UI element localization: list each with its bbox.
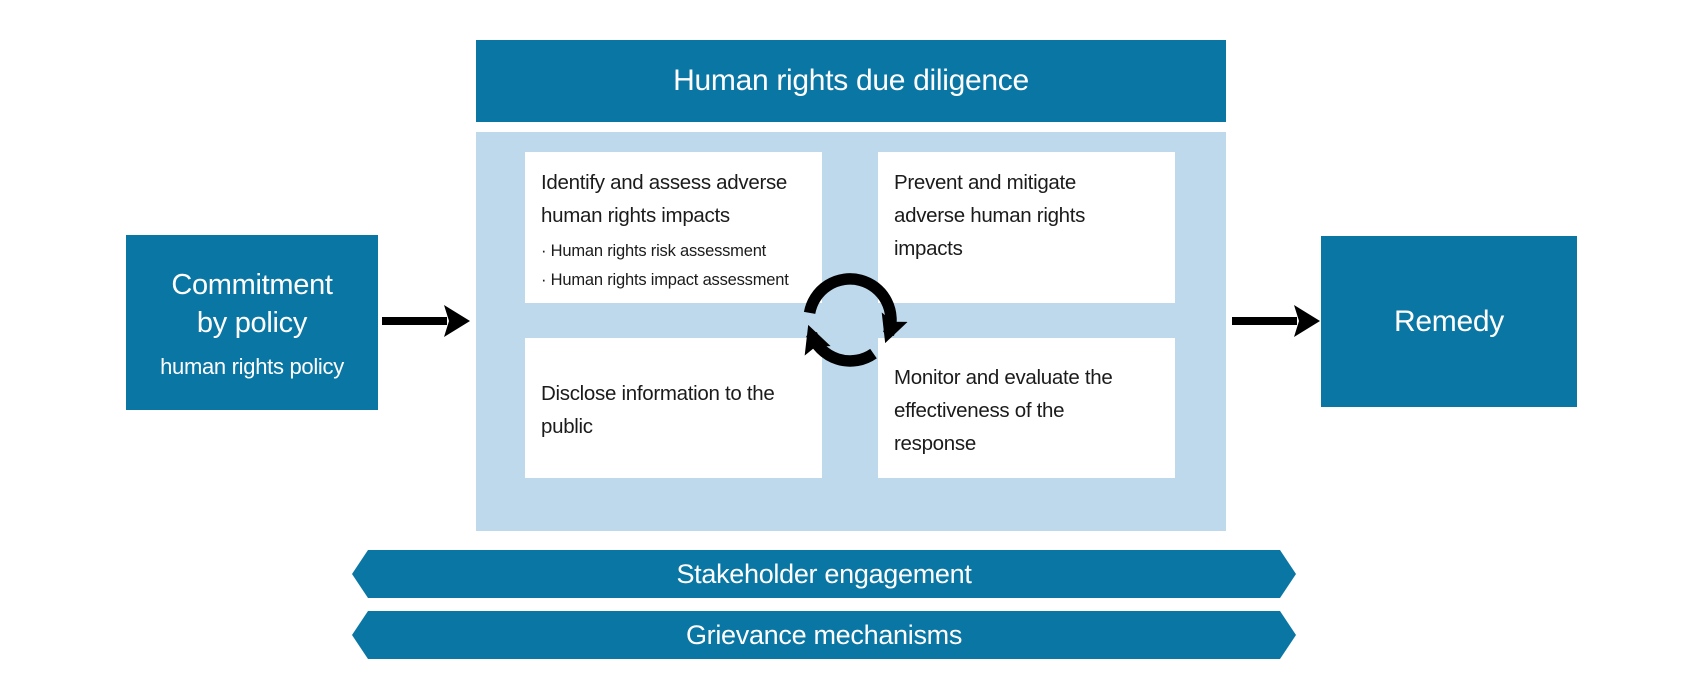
stakeholder-engagement-banner: Stakeholder engagement (352, 550, 1296, 598)
bullet-risk-assessment: · Human rights risk assessment (541, 242, 767, 260)
bullet-impact-assessment: · Human rights impact assessment (541, 271, 789, 289)
card-disclose: Disclose information to the public (525, 338, 822, 478)
commitment-title-line2: by policy (196, 306, 308, 339)
card-monitor-evaluate: Monitor and evaluate the effectiveness o… (878, 338, 1175, 478)
card-identify-bullets: · Human rights risk assessment · Human r… (541, 237, 814, 295)
remedy-title: Remedy (1394, 304, 1504, 338)
grievance-mechanisms-banner: Grievance mechanisms (352, 611, 1296, 659)
cycle-arrows-icon (803, 273, 908, 367)
remedy-box: Remedy (1321, 236, 1577, 407)
commitment-title-line1: Commitment (171, 268, 333, 301)
flow-arrow-left-to-center-icon (382, 305, 470, 337)
card-identify-assess: Identify and assess adverse human rights… (525, 152, 822, 303)
card-prevent-title: Prevent and mitigate adverse human right… (894, 171, 1086, 260)
stakeholder-engagement-label: Stakeholder engagement (676, 558, 972, 589)
card-identify-title: Identify and assess adverse human rights… (541, 171, 788, 227)
due-diligence-header: Human rights due diligence (476, 40, 1226, 122)
due-diligence-title: Human rights due diligence (673, 64, 1029, 97)
grievance-mechanisms-label: Grievance mechanisms (685, 619, 963, 650)
due-diligence-container: Identify and assess adverse human rights… (476, 132, 1226, 531)
card-prevent-mitigate: Prevent and mitigate adverse human right… (878, 152, 1175, 303)
card-disclose-title: Disclose information to the public (541, 382, 775, 438)
card-monitor-title: Monitor and evaluate the effectiveness o… (894, 365, 1113, 455)
commitment-box: Commitment by policy human rights policy (126, 235, 378, 410)
flow-arrow-center-to-remedy-icon (1232, 305, 1320, 337)
commitment-title: Commitment by policy (171, 266, 333, 342)
commitment-subtitle: human rights policy (160, 353, 344, 379)
